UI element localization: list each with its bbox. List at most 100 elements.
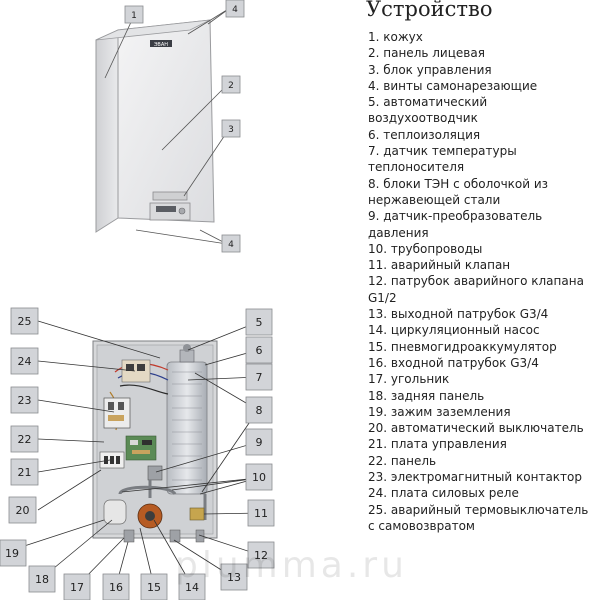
callout-top-4a: 4 bbox=[225, 0, 245, 18]
inlet-pipe bbox=[123, 529, 135, 543]
housing-side-panel bbox=[95, 29, 119, 233]
callout-top-1: 1 bbox=[124, 5, 144, 24]
legend-item: 18. задняя панель bbox=[368, 388, 485, 403]
svg-text:8: 8 bbox=[256, 404, 263, 417]
svg-text:14: 14 bbox=[185, 581, 199, 594]
legend-item: 12. патрубок аварийного клапана G1/2 bbox=[368, 274, 584, 305]
parts-legend: 1. кожух 2. панель лицевая 3. блок управ… bbox=[368, 29, 597, 534]
contactor bbox=[103, 397, 131, 429]
legend-item: 21. плата управления bbox=[368, 437, 507, 452]
callout-24: 24 bbox=[10, 347, 39, 375]
svg-text:18: 18 bbox=[35, 573, 49, 586]
legend-item: 5. автоматический воздухоотводчик bbox=[368, 95, 488, 126]
legend-item: 8. блоки ТЭН с оболочкой из нержавеющей … bbox=[368, 176, 549, 207]
svg-text:13: 13 bbox=[227, 571, 241, 584]
safety-valve bbox=[189, 507, 205, 521]
svg-text:24: 24 bbox=[18, 355, 32, 368]
top-callouts: 1 4 2 3 4 bbox=[124, 0, 245, 253]
legend-item: 9. датчик-преобразователь давления bbox=[368, 209, 543, 240]
callout-7: 7 bbox=[245, 363, 273, 391]
legend-item: 22. панель bbox=[368, 453, 437, 468]
svg-text:20: 20 bbox=[16, 504, 30, 517]
control-display bbox=[156, 206, 176, 212]
legend-item: 17. угольник bbox=[368, 372, 450, 387]
svg-text:5: 5 bbox=[256, 316, 263, 329]
legend-item: 3. блок управления bbox=[368, 62, 492, 77]
callout-10: 10 bbox=[245, 463, 273, 491]
svg-text:11: 11 bbox=[254, 507, 268, 520]
legend-item: 6. теплоизоляция bbox=[368, 127, 481, 142]
callout-23: 23 bbox=[10, 386, 39, 414]
circulation-pump bbox=[137, 503, 163, 529]
heating-elements bbox=[172, 371, 202, 481]
legend-item: 13. выходной патрубок G3/4 bbox=[368, 307, 549, 322]
callout-12: 12 bbox=[247, 541, 275, 569]
power-relay-board bbox=[121, 359, 151, 383]
legend-item: 7. датчик температуры теплоносителя bbox=[368, 144, 517, 175]
bottom-callouts: 25 24 23 22 21 20 19 18 17 16 15 14 13 1… bbox=[0, 307, 275, 600]
legend-item: 4. винты самонарезающие bbox=[368, 78, 538, 93]
svg-text:12: 12 bbox=[254, 549, 268, 562]
callout-top-2: 2 bbox=[221, 75, 241, 94]
svg-text:4: 4 bbox=[232, 5, 238, 15]
callout-25: 25 bbox=[10, 307, 39, 335]
callout-5: 5 bbox=[245, 308, 273, 336]
legend-item: 24. плата силовых реле bbox=[368, 486, 519, 501]
svg-text:10: 10 bbox=[252, 471, 266, 484]
legend-item: 11. аварийный клапан bbox=[368, 258, 511, 273]
svg-text:21: 21 bbox=[18, 466, 32, 479]
legend-item: 20. автоматический выключатель bbox=[368, 421, 584, 436]
callout-18: 18 bbox=[28, 565, 56, 593]
control-knob-icon bbox=[178, 207, 186, 215]
callout-20: 20 bbox=[8, 496, 37, 524]
callout-19: 19 bbox=[0, 539, 27, 567]
legend-item: 10. трубопроводы bbox=[368, 241, 483, 256]
legend-item: 2. панель лицевая bbox=[368, 46, 485, 61]
svg-text:23: 23 bbox=[18, 394, 32, 407]
callout-14: 14 bbox=[178, 573, 206, 600]
svg-text:1: 1 bbox=[131, 11, 137, 21]
control-unit bbox=[149, 191, 191, 221]
circuit-breaker bbox=[99, 451, 125, 469]
legend-item: 14. циркуляционный насос bbox=[368, 323, 540, 338]
page-title: Устройство bbox=[366, 0, 493, 21]
callout-top-3: 3 bbox=[221, 119, 241, 138]
callout-11: 11 bbox=[247, 499, 275, 527]
boiler-housing: ЭВАН bbox=[95, 19, 215, 233]
legend-item: 15. пневмогидроаккумулятор bbox=[368, 339, 557, 354]
callout-15: 15 bbox=[140, 573, 168, 600]
control-board bbox=[125, 435, 157, 461]
watermark: plumma.ru bbox=[175, 545, 408, 586]
outlet-pipe bbox=[169, 529, 181, 543]
svg-text:4: 4 bbox=[228, 240, 234, 250]
callout-22: 22 bbox=[10, 425, 39, 453]
svg-text:6: 6 bbox=[256, 344, 263, 357]
callout-13: 13 bbox=[220, 563, 248, 591]
legend-item: 16. входной патрубок G3/4 bbox=[368, 355, 539, 370]
svg-text:22: 22 bbox=[18, 433, 32, 446]
expansion-tank bbox=[103, 499, 127, 525]
svg-text:19: 19 bbox=[5, 547, 19, 560]
boiler-interior bbox=[92, 340, 218, 543]
legend-item: 19. зажим заземления bbox=[368, 404, 511, 419]
legend-item: 25. аварийный термовыключатель с самовоз… bbox=[368, 502, 589, 533]
svg-text:25: 25 bbox=[18, 315, 32, 328]
thermal-insulation bbox=[166, 361, 208, 495]
safety-valve-pipe bbox=[195, 529, 205, 543]
legend-item: 23. электромагнитный контактор bbox=[368, 470, 582, 485]
brand-logo-text: ЭВАН bbox=[154, 42, 168, 48]
callout-8: 8 bbox=[245, 396, 273, 424]
svg-text:7: 7 bbox=[256, 371, 263, 384]
svg-text:15: 15 bbox=[147, 581, 161, 594]
callout-9: 9 bbox=[245, 428, 273, 456]
callout-16: 16 bbox=[102, 573, 130, 600]
callout-21: 21 bbox=[10, 458, 39, 486]
svg-text:2: 2 bbox=[228, 81, 234, 91]
callout-top-4b: 4 bbox=[221, 234, 241, 253]
callout-6: 6 bbox=[245, 336, 273, 364]
callout-17: 17 bbox=[63, 573, 91, 600]
svg-text:9: 9 bbox=[256, 436, 263, 449]
svg-text:3: 3 bbox=[228, 125, 234, 135]
svg-text:17: 17 bbox=[70, 581, 84, 594]
